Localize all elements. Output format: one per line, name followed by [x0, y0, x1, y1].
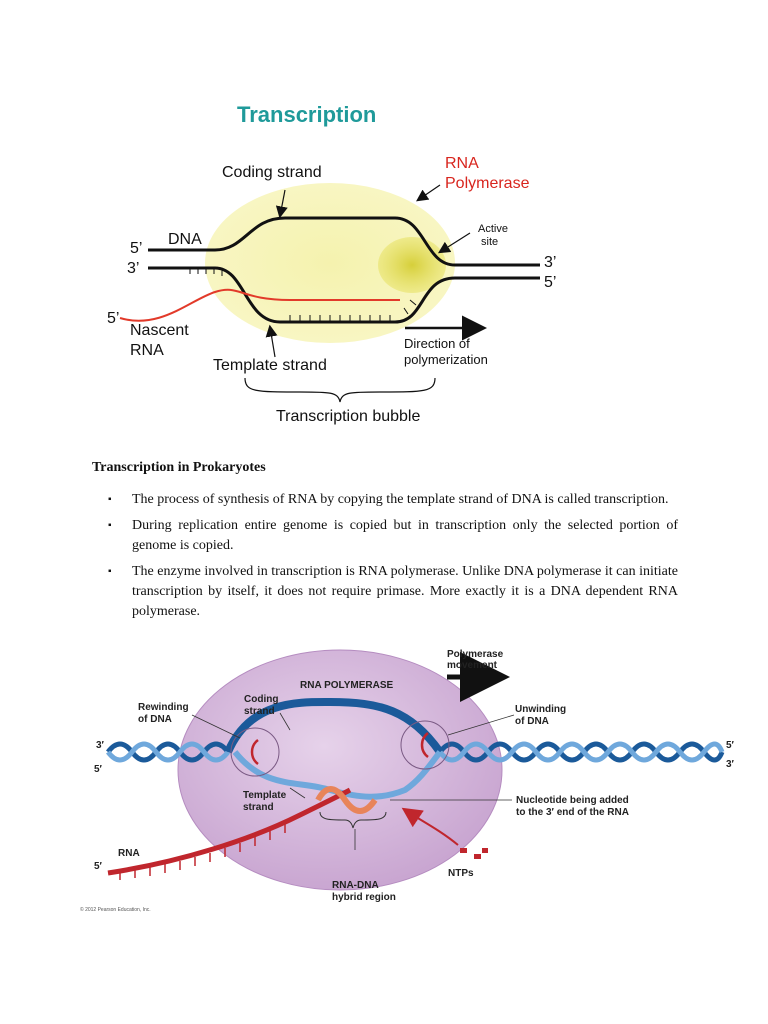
rna-strand — [107, 787, 352, 876]
coding-label-2: strand — [244, 706, 275, 717]
coding-label-1: Coding — [244, 694, 279, 705]
five-prime-rna-label: 5′ — [94, 861, 102, 872]
nucleotide-label-2: to the 3′ end of the RNA — [516, 807, 629, 818]
template-strand-line — [148, 266, 540, 324]
transcription-figure: Transcription Coding strand RNA Polymera… — [0, 0, 768, 440]
active-site-label-2: site — [481, 236, 499, 248]
ntps-arrow — [401, 807, 459, 846]
transcription-bubble-label: Transcription bubble — [276, 408, 421, 425]
rewinding-label-1: Rewinding — [138, 702, 189, 713]
rna-label: RNA — [118, 848, 140, 859]
figure-title: Transcription — [237, 102, 377, 127]
nascent-rna-label-1: Nascent — [130, 322, 189, 339]
active-site-blob — [378, 237, 446, 293]
coding-strand-line — [148, 216, 540, 267]
rna-polymerase-label-2: Polymerase — [445, 175, 530, 192]
three-prime-left-label: 3’ — [127, 260, 140, 277]
five-prime-rna-label: 5’ — [107, 310, 120, 327]
template-strand-label: Template strand — [213, 357, 327, 374]
rna-polymerase-diagram — [106, 649, 725, 891]
unwinding-label-1: Unwinding — [515, 704, 567, 715]
polymerase-body — [177, 649, 503, 891]
polymerase-movement-label-1: Polymerase — [447, 649, 504, 660]
nascent-rna-line — [119, 288, 400, 322]
left-dna-helix — [106, 741, 230, 763]
list-item: ▪ The process of synthesis of RNA by cop… — [108, 490, 678, 510]
bullet-list: ▪ The process of synthesis of RNA by cop… — [108, 490, 678, 628]
right-dna-helix — [438, 741, 725, 763]
dna-label: DNA — [168, 231, 202, 248]
hybrid-label-2: hybrid region — [332, 892, 396, 903]
hybrid-label-1: RNA-DNA — [332, 880, 379, 891]
rewinding-label-2: of DNA — [138, 714, 172, 725]
coding-strand-label: Coding strand — [222, 164, 322, 181]
bullet-icon: ▪ — [108, 494, 112, 505]
bullet-text: During replication entire genome is copi… — [132, 518, 678, 553]
rna-polymerase-figure: Polymerase movement RNA POLYMERASE Rewin… — [0, 640, 768, 920]
ntp-glyphs — [460, 848, 488, 859]
template-label-2: strand — [243, 802, 274, 813]
polymerase-movement-label-2: movement — [447, 660, 498, 671]
active-site-label-1: Active — [478, 223, 508, 235]
section-heading: Transcription in Prokaryotes — [92, 460, 266, 475]
nascent-rna-label-2: RNA — [130, 342, 164, 359]
direction-label-2: polymerization — [404, 352, 488, 367]
copyright-credit: © 2012 Pearson Education, Inc. — [80, 907, 151, 913]
list-item: ▪ The enzyme involved in transcription i… — [108, 562, 678, 622]
list-item: ▪ During replication entire genome is co… — [108, 516, 678, 556]
five-prime-left-label: 5′ — [94, 764, 102, 775]
coding-strand-arch — [224, 697, 444, 755]
transcription-diagram — [119, 183, 540, 403]
bullet-text: The enzyme involved in transcription is … — [132, 564, 678, 619]
three-prime-right-label: 3’ — [544, 254, 557, 271]
rna-polymerase-title: RNA POLYMERASE — [300, 680, 394, 691]
direction-label-1: Direction of — [404, 336, 470, 351]
bullet-icon: ▪ — [108, 520, 112, 531]
rna-polymerase-blob — [205, 183, 455, 343]
three-prime-right-label: 3′ — [726, 759, 734, 770]
nucleotide-label-1: Nucleotide being added — [516, 795, 629, 806]
five-prime-right-label: 5′ — [726, 740, 734, 751]
three-prime-left-label: 3′ — [96, 740, 104, 751]
bullet-text: The process of synthesis of RNA by copyi… — [132, 492, 669, 507]
unwinding-label-2: of DNA — [515, 716, 549, 727]
rna-polymerase-label-1: RNA — [445, 155, 479, 172]
template-label-1: Template — [243, 790, 287, 801]
ntps-label: NTPs — [448, 868, 474, 879]
five-prime-left-label: 5’ — [130, 240, 143, 257]
template-strand-dip — [232, 750, 443, 800]
bubble-bracket — [244, 377, 436, 403]
bullet-icon: ▪ — [108, 566, 112, 577]
rna-dna-hybrid — [315, 786, 378, 814]
five-prime-right-label: 5’ — [544, 274, 557, 291]
